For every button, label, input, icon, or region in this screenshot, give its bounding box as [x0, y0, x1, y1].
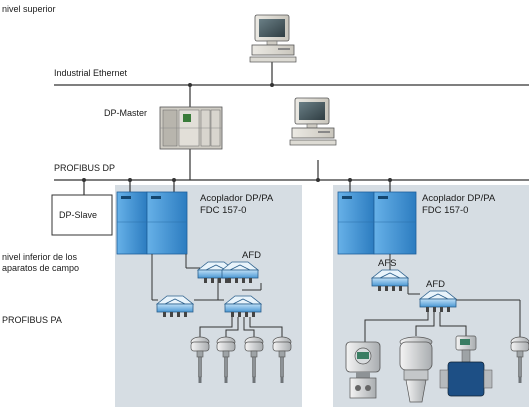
- coupler-module-icon: [116, 191, 188, 255]
- computer-icon: [289, 97, 337, 146]
- afd-right-label: AFD: [426, 279, 445, 290]
- dp-slave-box: [51, 194, 113, 236]
- coupler-left-label-line1: Acoplador DP/PA: [200, 193, 274, 204]
- field-device-icon: [399, 336, 433, 403]
- computer-icon: [249, 14, 297, 63]
- afd-left-label: AFD: [242, 250, 261, 261]
- nivel-superior-label: nivel superior: [2, 4, 56, 14]
- coupler-module-icon: [337, 191, 417, 255]
- dp-slave-label: DP-Slave: [59, 210, 98, 220]
- field-device-icon: [439, 335, 493, 397]
- profibus-pa-label: PROFIBUS PA: [2, 315, 62, 325]
- nivel-inferior-label-line1: nivel inferior de los: [2, 252, 78, 262]
- plc-icon: [159, 106, 223, 150]
- industrial-ethernet-label: Industrial Ethernet: [54, 68, 128, 78]
- nivel-inferior-label-line2: aparatos de campo: [2, 263, 80, 273]
- coupler-left-label-line2: FDC 157-0: [200, 205, 247, 216]
- afs-right-label: AFS: [378, 258, 397, 269]
- coupler-right-label-line2: FDC 157-0: [422, 205, 469, 216]
- coupler-right-label-line1: Acoplador DP/PA: [422, 193, 496, 204]
- field-device-icon: [345, 341, 381, 399]
- dp-master-label: DP-Master: [104, 108, 148, 118]
- profibus-dp-label: PROFIBUS DP: [54, 163, 116, 173]
